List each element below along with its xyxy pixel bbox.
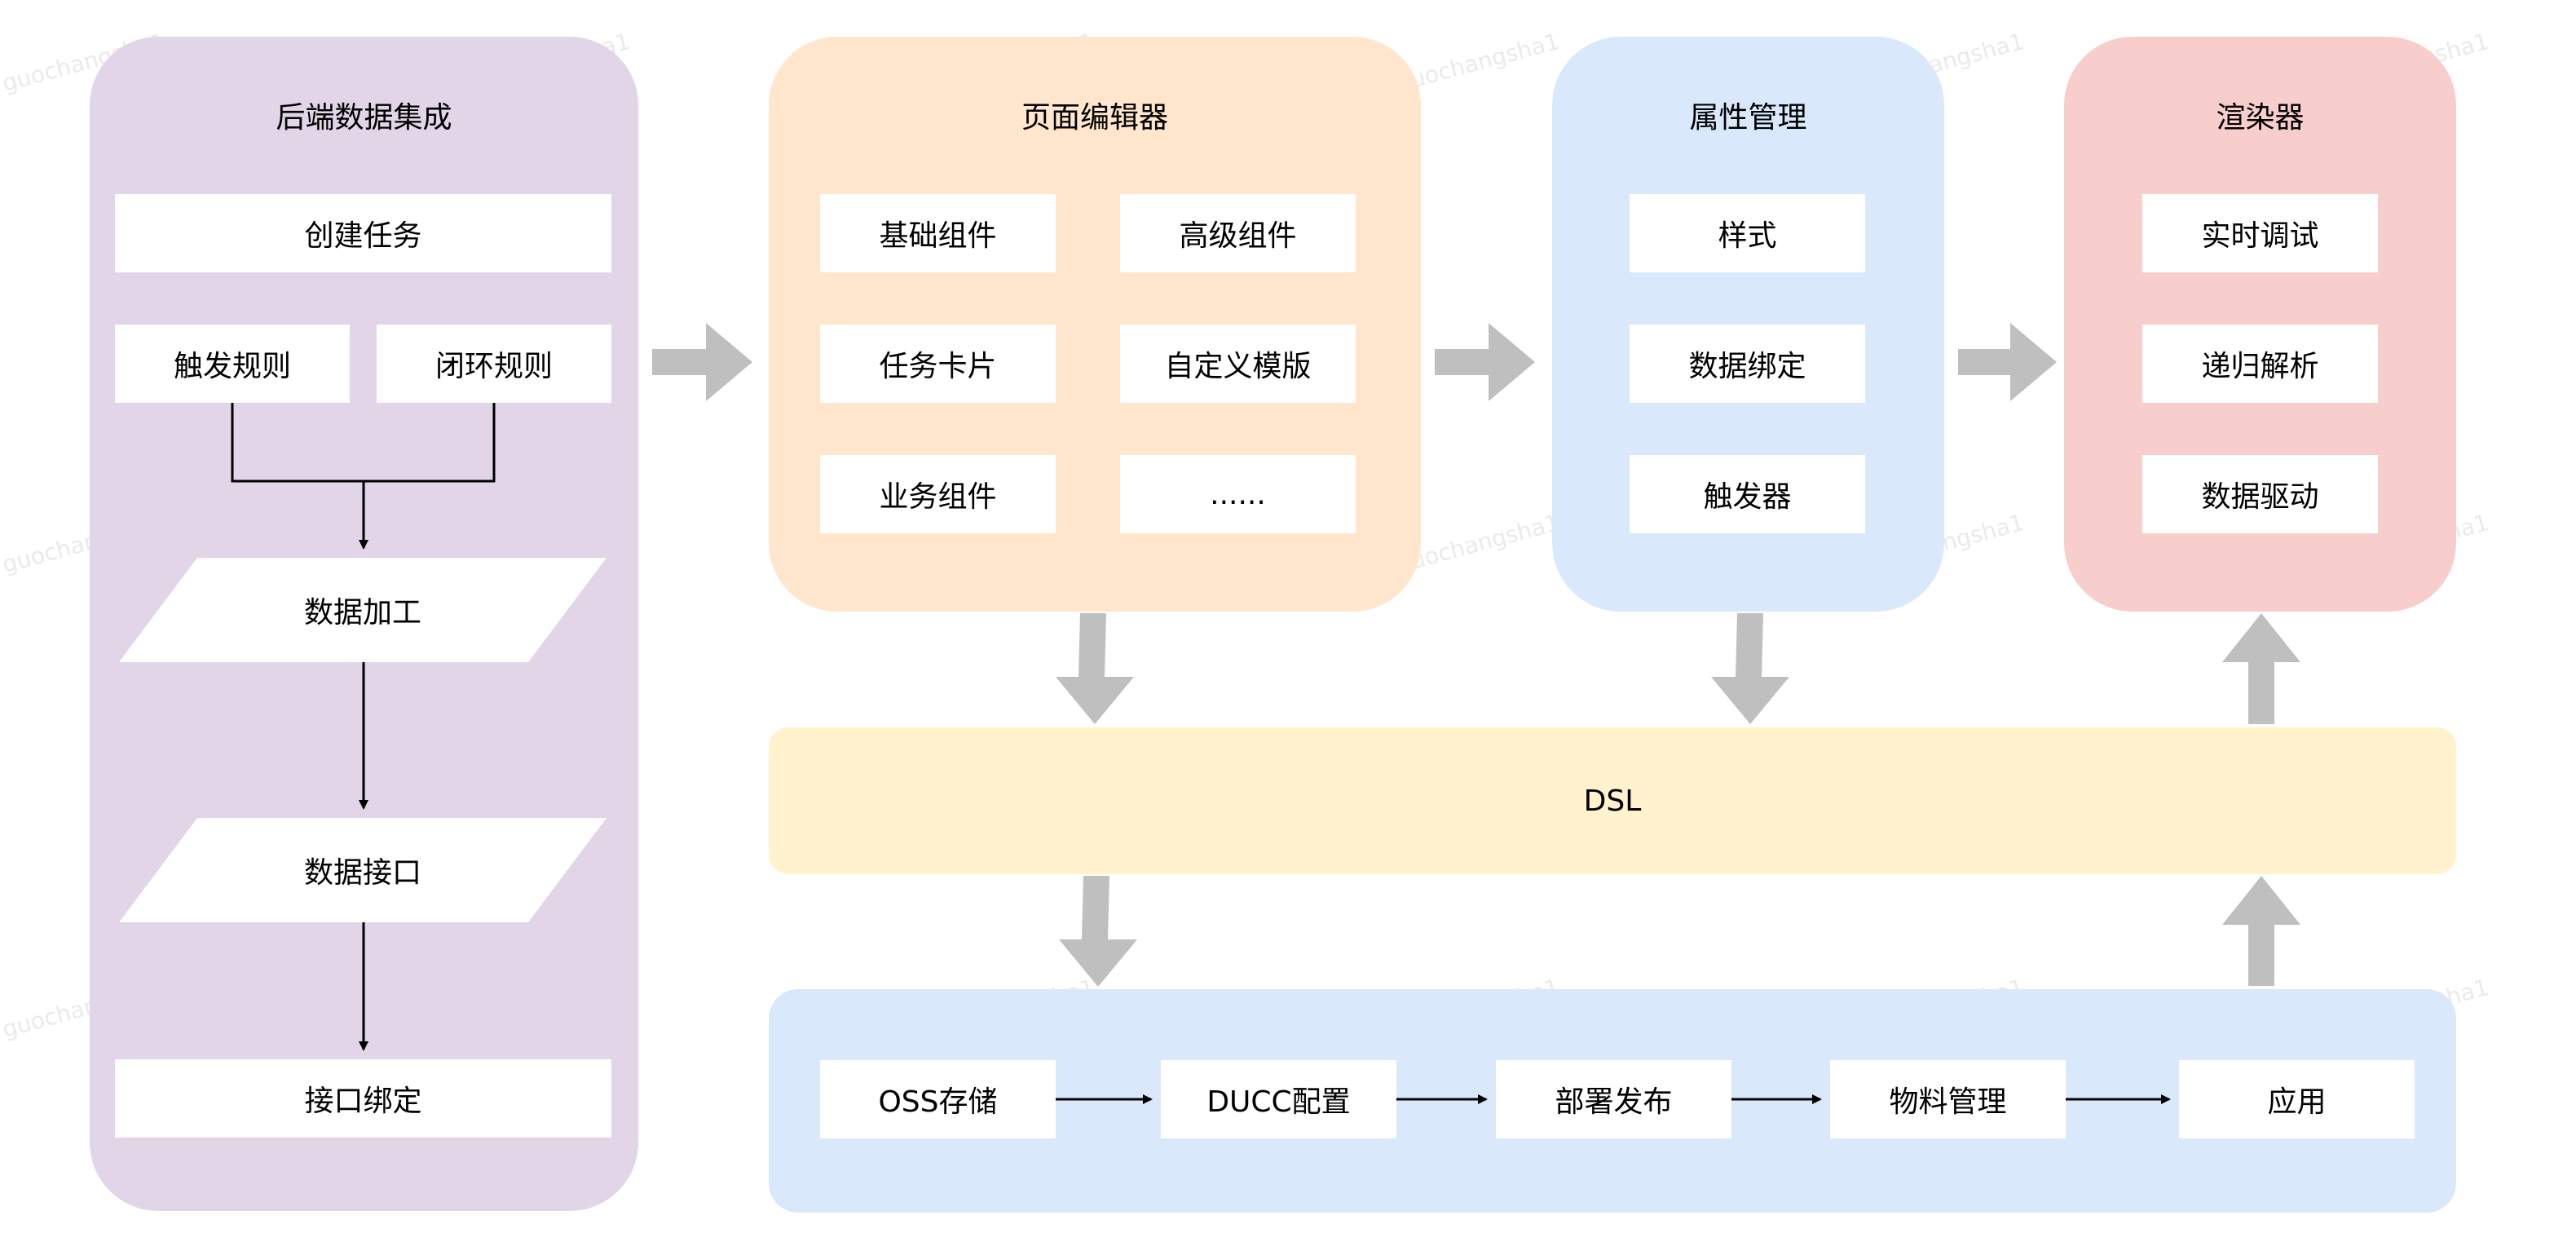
editor-item-more: ...... [1120,455,1356,533]
property-item-style: 样式 [1630,194,1865,272]
editor-item-task-card: 任务卡片 [820,325,1056,403]
block-arrow-editor-to-dsl [1056,613,1134,724]
pipeline-item-material-management: 物料管理 [1830,1060,2066,1138]
property-item-data-binding: 数据绑定 [1630,325,1865,403]
renderer-item-data-driven: 数据驱动 [2142,455,2378,533]
pipeline-item-application: 应用 [2179,1060,2415,1138]
backend-panel-title: 后端数据集成 [276,101,452,135]
editor-item-basic-component: 基础组件 [820,194,1056,272]
data-process-label: 数据加工 [303,596,421,630]
block-arrow-pipeline-to-dsl [2222,876,2300,986]
editor-panel-title: 页面编辑器 [1021,101,1168,135]
block-arrow-dsl-to-renderer [2222,613,2300,724]
property-item-trigger: 触发器 [1630,455,1865,533]
trigger-rule-box: 触发规则 [115,325,350,403]
parallelogram-shape [119,558,607,662]
dsl-bar [769,727,2456,874]
renderer-item-realtime-debug: 实时调试 [2142,194,2378,272]
parallelogram-shape [119,818,607,922]
dsl-label: DSL [1583,784,1642,818]
block-arrow-backend-to-editor [652,323,752,401]
data-process-node: 数据加工 [119,558,607,662]
block-arrow-property-to-dsl [1711,613,1789,724]
pipeline-item-deploy-release: 部署发布 [1496,1060,1731,1138]
editor-item-advanced-component: 高级组件 [1120,194,1356,272]
block-arrow-dsl-to-pipeline [1059,876,1137,987]
block-arrow-editor-to-property [1435,323,1535,401]
pipeline-item-oss-storage: OSS存储 [820,1060,1056,1138]
block-arrow-property-to-renderer [1958,323,2057,401]
editor-item-business-component: 业务组件 [820,455,1056,533]
watermark: guochangsha1 [1393,27,1563,98]
data-interface-node: 数据接口 [119,818,607,922]
data-interface-label: 数据接口 [303,856,421,890]
editor-item-custom-template: 自定义模版 [1120,325,1356,403]
create-task-box: 创建任务 [115,194,611,272]
pipeline-item-ducc-config: DUCC配置 [1161,1060,1396,1138]
renderer-item-recursive-parse: 递归解析 [2142,325,2378,403]
loop-rule-box: 闭环规则 [377,325,611,403]
interface-binding-box: 接口绑定 [115,1059,611,1138]
renderer-panel-title: 渲染器 [2216,101,2305,135]
property-panel-title: 属性管理 [1689,101,1807,135]
